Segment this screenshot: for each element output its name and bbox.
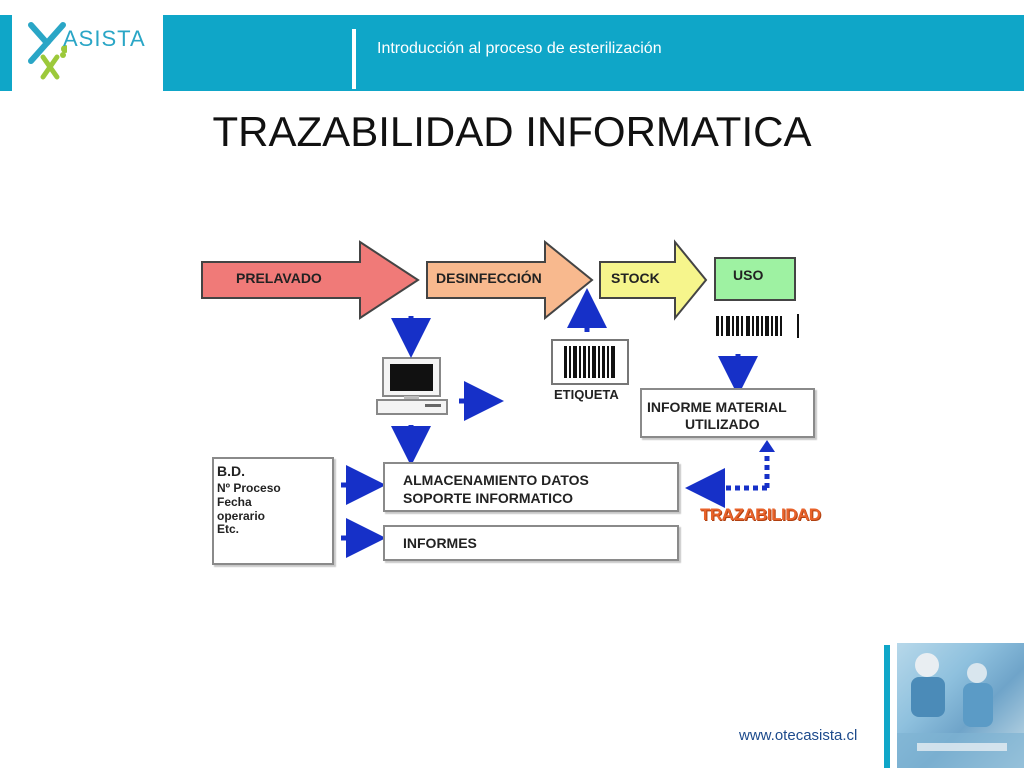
prelavado-label: PRELAVADO: [236, 270, 322, 286]
bd-title: B.D.: [217, 463, 245, 479]
surgery-photo: [897, 643, 1024, 768]
stock-arrow: [599, 239, 708, 321]
prelavado-arrow: [201, 240, 420, 320]
desinfeccion-label: DESINFECCIÓN: [436, 270, 542, 286]
dotted-arrow-up-head: [759, 440, 775, 452]
bd-box: [212, 457, 334, 565]
trazabilidad-label: TRAZABILIDAD: [700, 505, 821, 524]
flow-arrows: [341, 288, 758, 558]
uso-box: [714, 257, 796, 301]
etiqueta-label: ETIQUETA: [554, 387, 619, 402]
course-subtitle: Introducción al proceso de esterilizació…: [377, 40, 662, 57]
bd-operario: operario: [217, 509, 266, 523]
trazabilidad-dotted-arrow: [685, 446, 770, 508]
logo-text: ASISTA: [63, 26, 146, 51]
computer-icon: [376, 357, 448, 415]
header-divider: [352, 29, 356, 89]
uso-barcode-icon: [716, 314, 799, 338]
uso-label: USO: [733, 267, 764, 283]
almacenamiento-line2: SOPORTE INFORMATICO: [403, 490, 574, 506]
informe-material-box: [640, 388, 815, 438]
etiqueta-barcode-icon: [551, 339, 629, 385]
informe-material-line1: INFORME MATERIAL: [647, 399, 787, 415]
asista-logo: [27, 19, 157, 85]
page-title: TRAZABILIDAD INFORMATICA: [212, 108, 812, 155]
informes-label: INFORMES: [403, 535, 477, 551]
footer-url: www.otecasista.cl: [739, 727, 858, 744]
bd-proceso: Nº Proceso: [217, 481, 281, 495]
almacenamiento-box: [383, 462, 679, 512]
bd-etc: Etc.: [217, 522, 240, 536]
informe-material-line2: UTILIZADO: [685, 416, 760, 432]
bd-fecha: Fecha: [217, 495, 252, 509]
stock-label: STOCK: [611, 270, 660, 286]
header-accent-bar: [0, 15, 12, 91]
informes-box: [383, 525, 679, 561]
header-band: [163, 15, 1024, 91]
surgery-photo-illustration: [897, 653, 1024, 768]
almacenamiento-line1: ALMACENAMIENTO DATOS: [403, 472, 589, 488]
footer-accent-bar: [884, 645, 890, 768]
